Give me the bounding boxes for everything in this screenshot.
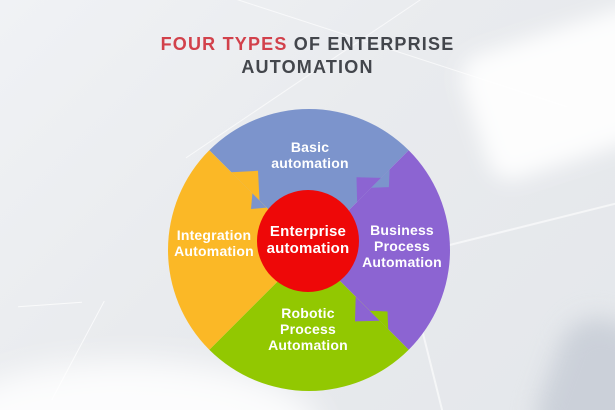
zigzag-peak-integration-into-basic xyxy=(231,170,260,201)
title-highlight: FOUR TYPES xyxy=(160,34,288,54)
label-line: automation xyxy=(266,240,350,257)
center-circle xyxy=(257,190,359,292)
segment-label-business-process-automation: Business Process Automation xyxy=(362,222,442,270)
label-line: Enterprise xyxy=(269,223,347,240)
title-rest: OF ENTERPRISE xyxy=(293,34,455,54)
segment-business-process-automation xyxy=(309,150,450,350)
label-line: Automation xyxy=(268,337,348,353)
segment-label-integration-automation: Integration Automation xyxy=(174,227,254,259)
zigzag-peak-business-into-basic xyxy=(356,177,382,202)
label-line: automation xyxy=(271,155,349,171)
page-title: FOUR TYPES OF ENTERPRISE AUTOMATION xyxy=(0,33,615,79)
zigzag-notch-basic-into-integration xyxy=(251,193,267,209)
label-line: Automation xyxy=(174,243,254,259)
title-line2: AUTOMATION xyxy=(241,57,374,77)
center-label-enterprise-automation: Enterprise automation xyxy=(267,223,350,257)
segment-label-robotic-process-automation: Robotic Process Automation xyxy=(268,305,348,353)
label-line: Basic xyxy=(290,139,330,155)
label-line: Robotic xyxy=(281,305,335,321)
segment-label-basic-automation: Basic automation xyxy=(271,139,348,171)
label-line: Process xyxy=(280,321,336,337)
zigzag-peak-business-into-robotic xyxy=(355,296,380,322)
segment-robotic-process-automation xyxy=(209,250,409,391)
label-line: Automation xyxy=(362,254,442,270)
label-line: Integration xyxy=(176,227,252,243)
segment-integration-automation xyxy=(168,150,309,350)
label-line: Process xyxy=(374,238,430,254)
zigzag-notch-basic-into-business xyxy=(371,169,390,188)
zigzag-notch-robotic-into-business xyxy=(369,310,389,330)
segment-basic-automation xyxy=(209,109,409,250)
label-line: Business xyxy=(370,222,434,238)
